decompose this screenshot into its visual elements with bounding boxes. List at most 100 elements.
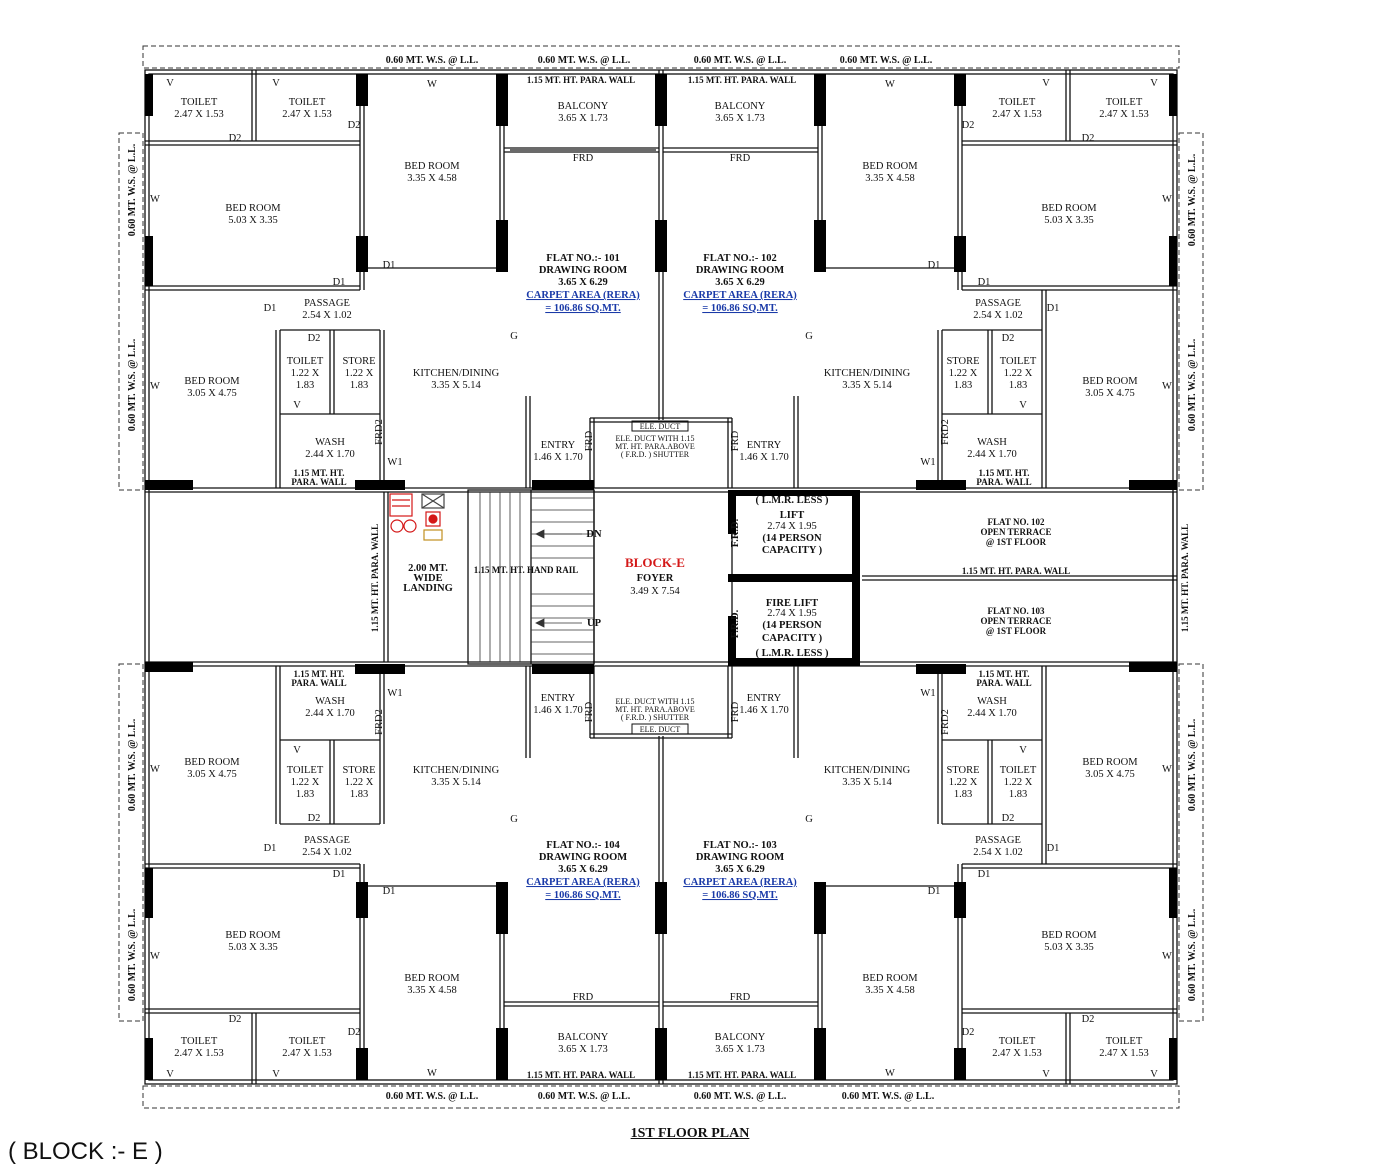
svg-text:DRAWING ROOM: DRAWING ROOM xyxy=(696,265,784,276)
toilet-name: TOILET xyxy=(181,1036,218,1047)
ws-label: 0.60 MT. W.S. @ L.L. xyxy=(127,338,138,431)
carpet-area-value: = 106.86 SQ.MT. xyxy=(545,890,621,901)
toilet-size: 1.83 xyxy=(296,789,314,800)
svg-text:1.15 MT. HT. PARA. WALL: 1.15 MT. HT. PARA. WALL xyxy=(527,75,635,85)
toilet-size: 1.22 X xyxy=(291,777,320,788)
bed-room-name: BED ROOM xyxy=(1082,376,1138,387)
opening-mark-frd: FRD xyxy=(584,430,595,451)
svg-text:PARA. WALL: PARA. WALL xyxy=(976,678,1031,688)
opening-mark-d2: D2 xyxy=(962,120,975,131)
opening-mark-w: W xyxy=(427,1068,437,1079)
entry-name: ENTRY xyxy=(747,440,782,451)
opening-mark-w1: W1 xyxy=(920,457,935,468)
svg-text:CAPACITY ): CAPACITY ) xyxy=(762,633,823,644)
svg-text:FLAT NO.:- 103: FLAT NO.:- 103 xyxy=(703,840,776,851)
balcony-name: BALCONY xyxy=(558,101,609,112)
passage-name: PASSAGE xyxy=(975,298,1021,309)
ws-label: 0.60 MT. W.S. @ L.L. xyxy=(538,1091,631,1102)
toilet-size: 2.47 X 1.53 xyxy=(1099,109,1149,120)
entry-name: ENTRY xyxy=(747,693,782,704)
ws-label: 0.60 MT. W.S. @ L.L. xyxy=(1187,153,1198,246)
opening-mark-v: V xyxy=(1150,1069,1158,1080)
toilet-size: 2.47 X 1.53 xyxy=(282,109,332,120)
opening-mark-d1: D1 xyxy=(383,260,396,271)
balcony-name: BALCONY xyxy=(715,101,766,112)
balcony-name: BALCONY xyxy=(715,1032,766,1043)
carpet-area: CARPET AREA (RERA) xyxy=(683,290,797,301)
foyer: BLOCK-E FOYER 3.49 X 7.54 xyxy=(625,555,685,597)
svg-text:2.74 X 1.95: 2.74 X 1.95 xyxy=(767,608,817,619)
passage-name: PASSAGE xyxy=(304,835,350,846)
svg-text:FLAT NO.:- 101: FLAT NO.:- 101 xyxy=(546,253,619,264)
svg-text:1.15 MT. HT. PARA. WALL: 1.15 MT. HT. PARA. WALL xyxy=(962,566,1070,576)
svg-text:1.15 MT. HT.: 1.15 MT. HT. xyxy=(294,669,345,679)
fire-equipment-icon xyxy=(389,493,445,541)
opening-mark-g: G xyxy=(805,331,813,342)
wash-size: 2.44 X 1.70 xyxy=(305,449,355,460)
parapet-labels: 1.15 MT. HT. PARA. WALL 1.15 MT. HT. PAR… xyxy=(291,75,1190,1080)
flat-102: FLAT NO.:- 102 DRAWING ROOM 3.65 X 6.29 … xyxy=(683,253,797,314)
svg-text:LIFT: LIFT xyxy=(780,510,805,521)
store-name: STORE xyxy=(342,356,375,367)
opening-mark-w1: W1 xyxy=(387,457,402,468)
opening-mark-w: W xyxy=(1162,194,1172,205)
svg-text:ELE. DUCT WITH 1.15: ELE. DUCT WITH 1.15 xyxy=(615,434,694,443)
flat-labels: FLAT NO.:- 101 DRAWING ROOM 3.65 X 6.29 … xyxy=(526,253,797,901)
bed-room-size: 3.35 X 4.58 xyxy=(407,173,457,184)
kitchen-dining-size: 3.35 X 5.14 xyxy=(842,380,892,391)
opening-mark-frd: FRD xyxy=(730,701,741,722)
bed-room-name: BED ROOM xyxy=(404,973,460,984)
svg-text:3.65 X 6.29: 3.65 X 6.29 xyxy=(715,864,765,875)
opening-mark-frd: FRD xyxy=(730,153,751,164)
ws-label: 0.60 MT. W.S. @ L.L. xyxy=(127,908,138,1001)
ws-label: 0.60 MT. W.S. @ L.L. xyxy=(694,55,787,66)
bed-room-name: BED ROOM xyxy=(1041,930,1097,941)
toilet-size: 2.47 X 1.53 xyxy=(282,1048,332,1059)
svg-text:FLAT NO. 103: FLAT NO. 103 xyxy=(988,606,1045,616)
svg-text:1.15 MT. HT.: 1.15 MT. HT. xyxy=(294,468,345,478)
flat-101: FLAT NO.:- 101 DRAWING ROOM 3.65 X 6.29 … xyxy=(526,253,640,314)
opening-mark-v: V xyxy=(272,78,280,89)
drawing-title: 1ST FLOOR PLAN xyxy=(630,1126,750,1141)
opening-mark-w1: W1 xyxy=(387,688,402,699)
svg-text:(14 PERSON: (14 PERSON xyxy=(762,533,822,544)
store-size: 1.83 xyxy=(350,789,368,800)
entry-name: ENTRY xyxy=(541,440,576,451)
wash-size: 2.44 X 1.70 xyxy=(967,708,1017,719)
stair-treads xyxy=(479,492,594,662)
svg-text:MT. HT. PARA.ABOVE: MT. HT. PARA.ABOVE xyxy=(615,705,695,714)
svg-text:(14 PERSON: (14 PERSON xyxy=(762,620,822,631)
kitchen-dining-name: KITCHEN/DINING xyxy=(824,368,911,379)
store-size: 1.22 X xyxy=(949,777,978,788)
open-terrace: FLAT NO. 102 OPEN TERRACE @ 1ST FLOOR FL… xyxy=(980,517,1051,636)
svg-text:PARA. WALL: PARA. WALL xyxy=(291,678,346,688)
svg-text:FOYER: FOYER xyxy=(637,573,674,584)
svg-text:( L.M.R. LESS ): ( L.M.R. LESS ) xyxy=(756,648,829,659)
svg-text:DRAWING ROOM: DRAWING ROOM xyxy=(539,852,627,863)
svg-text:1.15 MT. HT. PARA. WALL: 1.15 MT. HT. PARA. WALL xyxy=(527,1070,635,1080)
opening-mark-w: W xyxy=(427,79,437,90)
ws-label: 0.60 MT. W.S. @ L.L. xyxy=(386,1091,479,1102)
opening-mark-v: V xyxy=(1042,1069,1050,1080)
toilet-name: TOILET xyxy=(287,765,324,776)
stair-down-label: DN xyxy=(586,529,602,540)
toilet-size: 2.47 X 1.53 xyxy=(992,109,1042,120)
bed-room-size: 3.05 X 4.75 xyxy=(187,769,237,780)
opening-mark-frd2: FRD2 xyxy=(374,709,385,735)
kitchen-dining-name: KITCHEN/DINING xyxy=(413,765,500,776)
svg-text:( F.R.D. ) SHUTTER: ( F.R.D. ) SHUTTER xyxy=(621,450,690,459)
opening-mark-d2: D2 xyxy=(1082,133,1095,144)
svg-text:3.65 X 6.29: 3.65 X 6.29 xyxy=(715,277,765,288)
opening-mark-w: W xyxy=(1162,951,1172,962)
opening-mark-d2: D2 xyxy=(348,1027,361,1038)
bed-room-name: BED ROOM xyxy=(404,161,460,172)
opening-mark-w: W xyxy=(150,194,160,205)
svg-text:3.49 X 7.54: 3.49 X 7.54 xyxy=(630,586,680,597)
svg-text:DRAWING ROOM: DRAWING ROOM xyxy=(696,852,784,863)
opening-mark-v: V xyxy=(166,1069,174,1080)
toilet-size: 1.83 xyxy=(1009,380,1027,391)
svg-text:@ 1ST FLOOR: @ 1ST FLOOR xyxy=(986,626,1047,636)
balcony-size: 3.65 X 1.73 xyxy=(558,113,608,124)
